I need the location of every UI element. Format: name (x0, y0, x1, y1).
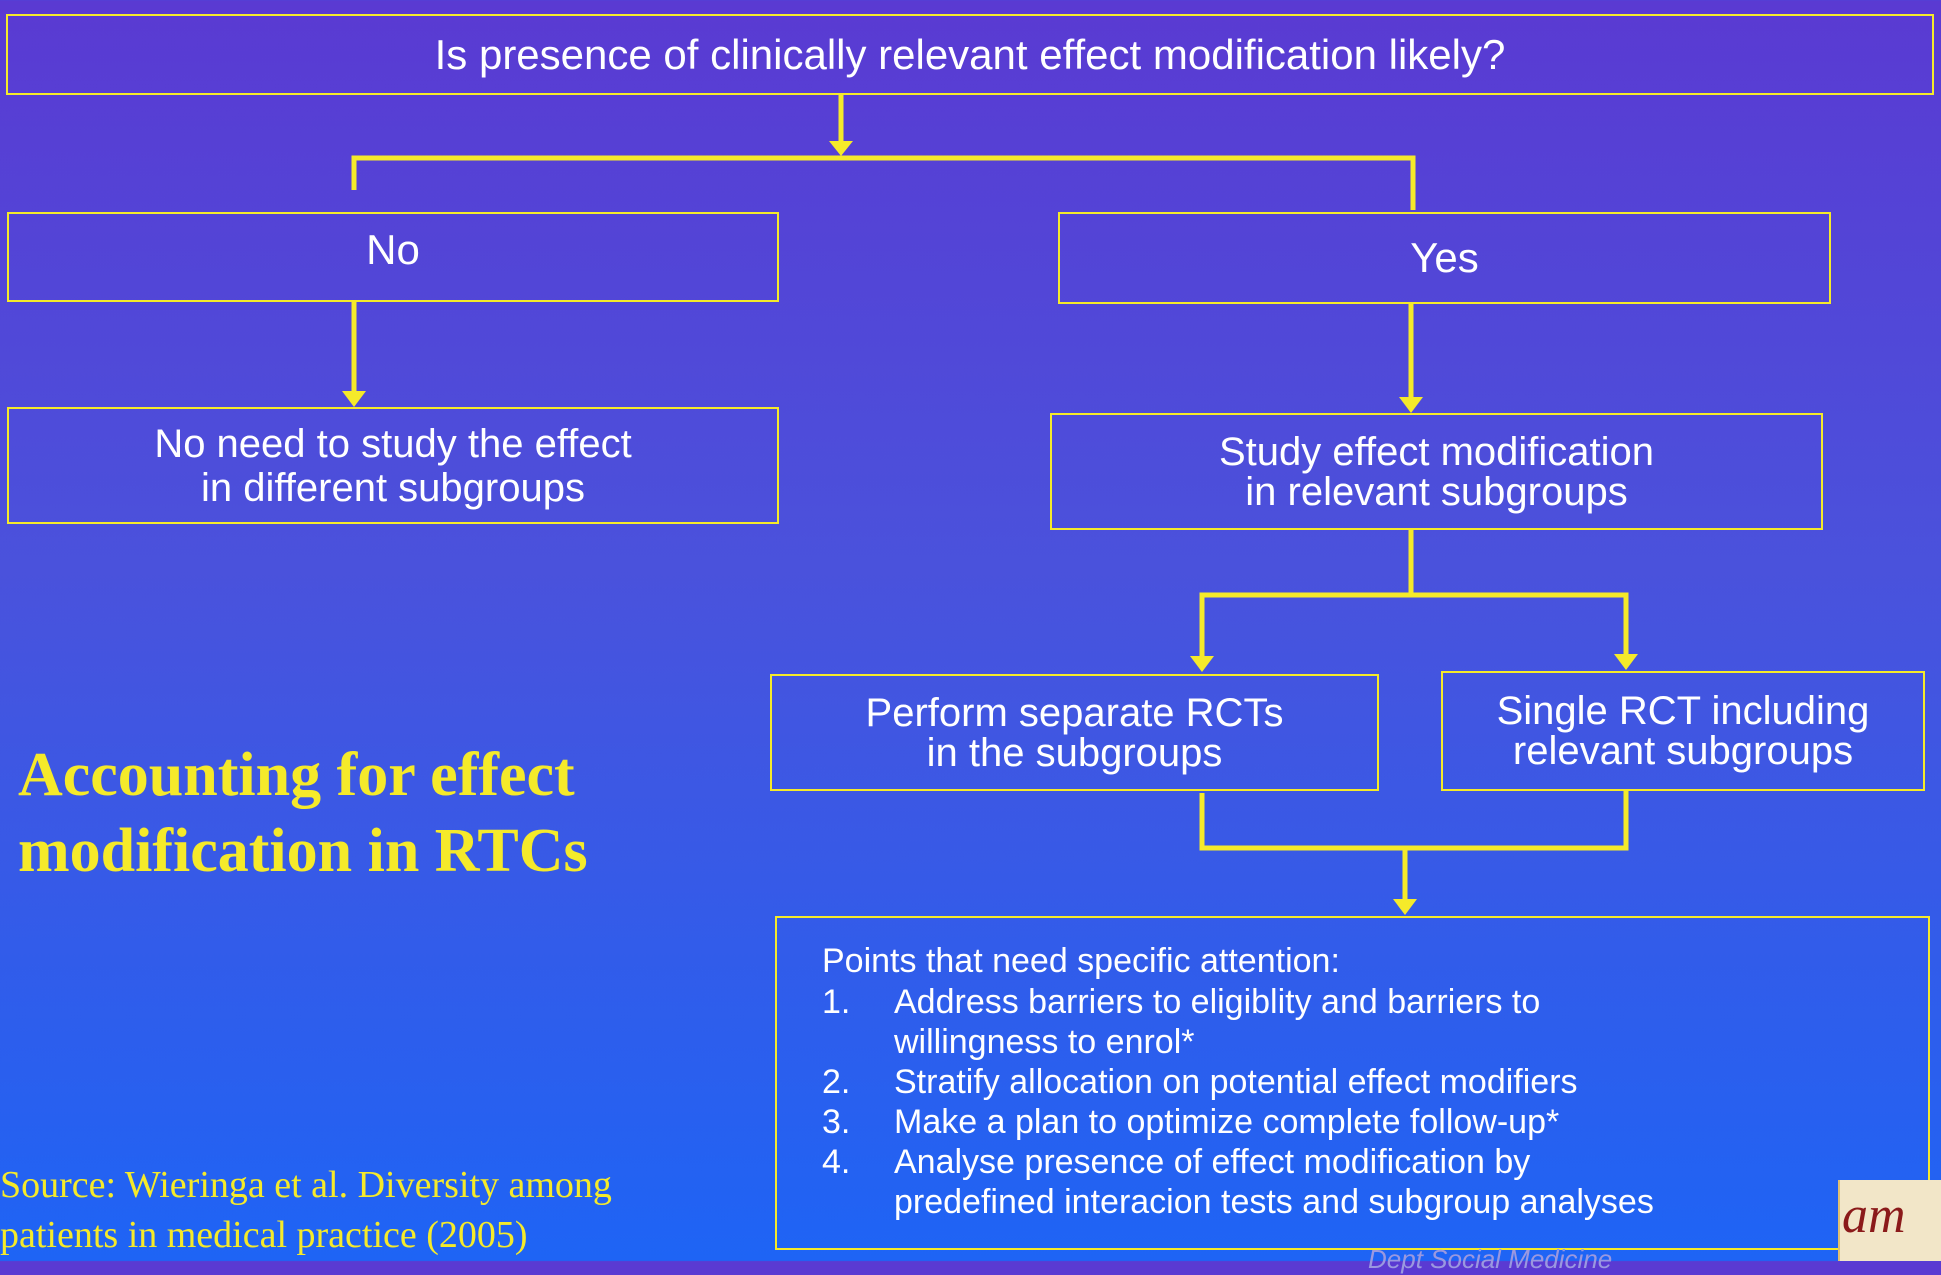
footer-department: Dept Social Medicine (1368, 1244, 1613, 1274)
arrow-single-rct (1614, 654, 1638, 670)
yes-outcome-box: Study effect modification in relevant su… (1050, 413, 1823, 530)
connector-branch-options (1199, 592, 1629, 657)
attention-points-list: 1. Address barriers to eligiblity and ba… (822, 982, 1654, 1222)
yes-box: Yes (1058, 212, 1831, 304)
question-box: Is presence of clinically relevant effec… (6, 14, 1934, 95)
source-citation: Source: Wieringa et al. Diversity among … (0, 1160, 612, 1260)
arrow-no-outcome (342, 391, 366, 407)
slide-title-line-1: Accounting for effect (18, 741, 575, 809)
question-text: Is presence of clinically relevant effec… (434, 30, 1506, 78)
single-rct-line-2: relevant subgroups (1512, 729, 1854, 773)
separate-rcts-line-1: Perform separate RCTs (865, 690, 1284, 735)
no-outcome-line-2: in different subgroups (201, 465, 585, 510)
no-box: No (7, 212, 779, 302)
arrow-separate-rcts (1190, 656, 1214, 672)
arrow-points (1393, 899, 1417, 915)
no-label: No (366, 226, 420, 273)
arrow-question (829, 141, 853, 156)
attention-point-3: 3. Make a plan to optimize complete foll… (822, 1102, 1654, 1142)
point-number: 3. (822, 1103, 851, 1141)
separate-rcts-box: Perform separate RCTs in the subgroups (770, 674, 1379, 791)
connector-options-join (1199, 790, 1629, 851)
attention-points-box: Points that need specific attention: 1. … (775, 916, 1930, 1250)
attention-points-intro: Points that need specific attention: (822, 942, 1340, 980)
point-number: 4. (822, 1143, 851, 1181)
no-outcome-box: No need to study the effect in different… (7, 407, 779, 524)
point-text: Address barriers to eligiblity and barri… (894, 982, 1540, 1062)
yes-outcome-line-2: in relevant subgroups (1245, 469, 1628, 514)
separate-rcts-line-2: in the subgroups (926, 730, 1223, 775)
single-rct-box: Single RCT including relevant subgroups (1441, 671, 1925, 791)
no-outcome-line-1: No need to study the effect (154, 421, 632, 466)
slide-title-line-2: modification in RTCs (18, 816, 588, 885)
point-text: Stratify allocation on potential effect … (894, 1063, 1578, 1101)
connector-branch-top (351, 155, 1416, 210)
point-line: willingness to enrol* (894, 1023, 1195, 1061)
source-line-2: patients in medical practice (2005) (0, 1214, 528, 1257)
point-text: Make a plan to optimize complete follow-… (894, 1103, 1560, 1141)
point-number: 1. (822, 983, 851, 1021)
yes-outcome-line-1: Study effect modification (1218, 429, 1655, 474)
institution-logo: am (1838, 1180, 1941, 1261)
point-line: Address barriers to eligiblity and barri… (894, 983, 1541, 1021)
attention-point-4: 4. Analyse presence of effect modificati… (822, 1142, 1654, 1222)
point-number: 2. (822, 1063, 851, 1101)
source-line-1: Source: Wieringa et al. Diversity among (0, 1164, 612, 1206)
attention-point-2: 2. Stratify allocation on potential effe… (822, 1062, 1654, 1102)
point-line: predefined interacion tests and subgroup… (894, 1183, 1654, 1221)
point-line: Analyse presence of effect modification … (894, 1143, 1531, 1181)
arrow-yes-outcome (1399, 397, 1423, 413)
attention-point-1: 1. Address barriers to eligiblity and ba… (822, 982, 1654, 1062)
yes-label: Yes (1410, 234, 1479, 281)
slide-title: Accounting for effect modification in RT… (18, 738, 588, 889)
point-text: Analyse presence of effect modification … (894, 1142, 1654, 1222)
single-rct-line-1: Single RCT including (1496, 689, 1870, 733)
logo-text: am (1842, 1187, 1906, 1244)
